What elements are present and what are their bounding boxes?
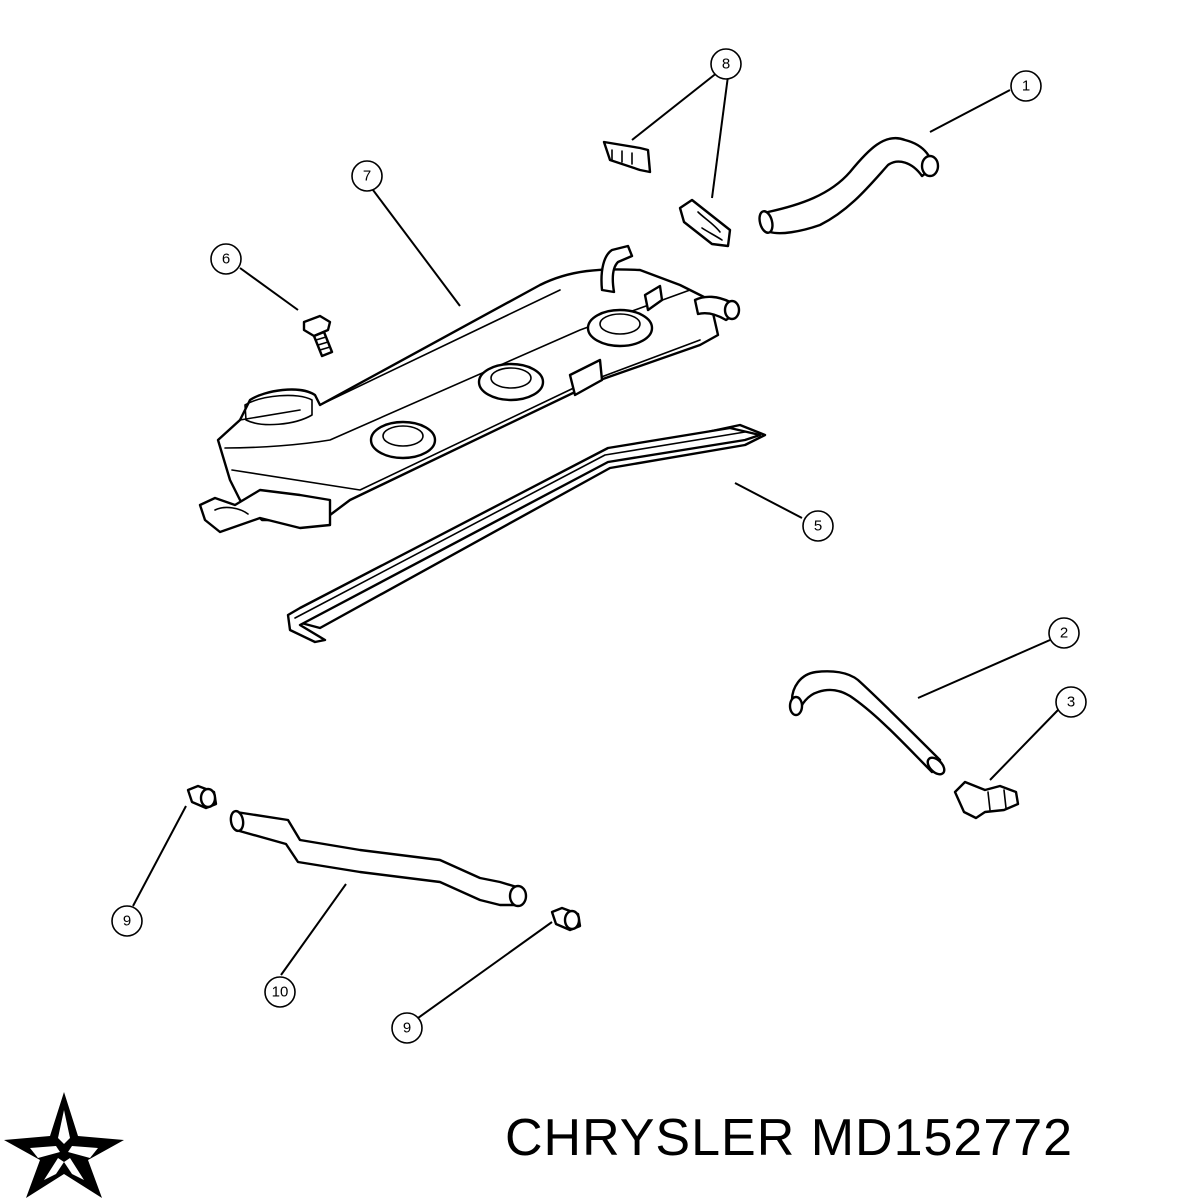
hose-part-1: [758, 137, 940, 235]
tube-part-10: [229, 809, 528, 908]
callout-5: 5: [802, 510, 834, 542]
leader-8b: [711, 75, 729, 199]
grommet-part-9-right: [550, 906, 582, 932]
leader-5: [734, 482, 803, 519]
leader-2: [917, 639, 1051, 699]
callout-7: 7: [351, 160, 383, 192]
leader-3: [989, 709, 1059, 781]
leader-9a: [132, 805, 187, 907]
callout-6: 6: [210, 243, 242, 275]
svg-text:1: 1: [1022, 78, 1030, 95]
leader-lines: [132, 71, 1059, 1019]
brand-name: CHRYSLER: [505, 1109, 796, 1167]
callout-9-right: 9: [391, 1012, 423, 1044]
grommet-part-9-left: [186, 784, 218, 810]
leader-6: [239, 267, 299, 311]
leader-7: [372, 189, 461, 307]
chrysler-pentastar-icon: [4, 1092, 124, 1198]
callout-10: 10: [264, 976, 296, 1008]
svg-text:8: 8: [722, 56, 730, 73]
callout-1: 1: [1010, 70, 1042, 102]
footer-part-label: CHRYSLER MD152772: [505, 1108, 1073, 1168]
svg-text:6: 6: [222, 251, 230, 268]
svg-text:5: 5: [814, 518, 822, 535]
callout-2: 2: [1048, 617, 1080, 649]
valve-cover-part-7: [198, 244, 741, 534]
part-number: MD152772: [810, 1109, 1074, 1167]
callout-8: 8: [710, 48, 742, 80]
svg-text:10: 10: [272, 984, 289, 1001]
pcv-valve-part-3: [953, 780, 1020, 820]
hose-part-2: [788, 670, 946, 776]
callout-3: 3: [1055, 686, 1087, 718]
svg-text:7: 7: [363, 168, 371, 185]
callout-9-left: 9: [111, 905, 143, 937]
svg-text:9: 9: [123, 913, 131, 930]
leader-8a: [631, 71, 719, 141]
clip-part-8-lower: [678, 198, 732, 248]
clip-part-8-upper: [602, 140, 652, 174]
svg-text:3: 3: [1067, 694, 1075, 711]
svg-text:9: 9: [403, 1020, 411, 1037]
gasket-part-5: [286, 423, 767, 644]
leader-10: [280, 883, 347, 976]
svg-text:2: 2: [1060, 625, 1068, 642]
leader-9b: [417, 921, 553, 1019]
bolt-part-6: [302, 314, 334, 358]
leader-1: [929, 89, 1011, 133]
